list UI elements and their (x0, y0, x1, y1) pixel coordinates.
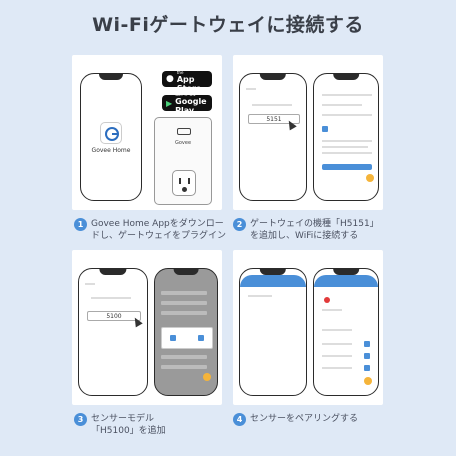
phone-pairing-list (313, 268, 379, 396)
step4-panel (233, 250, 383, 405)
toggle-icon[interactable] (364, 341, 370, 347)
step3-caption: 3 センサーモデル 「H5100」を追加 (74, 413, 234, 437)
alert-icon (324, 297, 330, 303)
page-title: Wi-Fiゲートウェイに接続する (92, 14, 364, 36)
touch-indicator (364, 377, 372, 385)
outlet-ground (182, 187, 187, 192)
touch-indicator (203, 373, 211, 381)
phone-wifi-setup (313, 73, 379, 201)
sensor-model-input[interactable]: 5100 (87, 311, 141, 321)
gateway-label: Govee (174, 140, 192, 146)
step3-panel: 5100 (72, 250, 222, 405)
gateway-device: Govee (154, 117, 212, 205)
gateway-icon (170, 335, 176, 341)
apple-icon: ● (166, 74, 174, 84)
outlet-hole (179, 178, 181, 184)
gateway-icon (177, 128, 191, 135)
touch-indicator (366, 174, 374, 182)
phone-sensor-list (154, 268, 218, 396)
toggle-icon[interactable] (364, 365, 370, 371)
step4-caption: 4 センサーをペアリングする (233, 413, 393, 426)
checkbox-icon[interactable] (322, 126, 328, 132)
next-button[interactable] (322, 164, 372, 170)
phone-app: Govee Home (80, 73, 142, 201)
header-bar (240, 275, 306, 287)
phone-add-device: 5151 (239, 73, 307, 201)
outlet-hole (188, 178, 190, 184)
pairing-dialog (161, 327, 213, 349)
phone-add-sensor: 5100 (78, 268, 148, 396)
model-search-input[interactable]: 5151 (248, 114, 300, 124)
power-outlet (172, 170, 196, 196)
sensor-icon (198, 335, 204, 341)
header-bar (314, 275, 378, 287)
phone-pairing-start (239, 268, 307, 396)
toggle-icon[interactable] (364, 353, 370, 359)
step2-caption: 2 ゲートウェイの機種「H5151」 を追加し、WiFiに接続する (233, 218, 393, 242)
app-name: Govee Home (91, 147, 131, 154)
play-icon: ▶ (166, 98, 173, 108)
govee-logo-icon (100, 122, 122, 144)
step2-panel: 5151 (233, 55, 383, 210)
step1-caption: 1 Govee Home Appをダウンロー ドし、ゲートウェイをプラグイン (74, 218, 234, 242)
